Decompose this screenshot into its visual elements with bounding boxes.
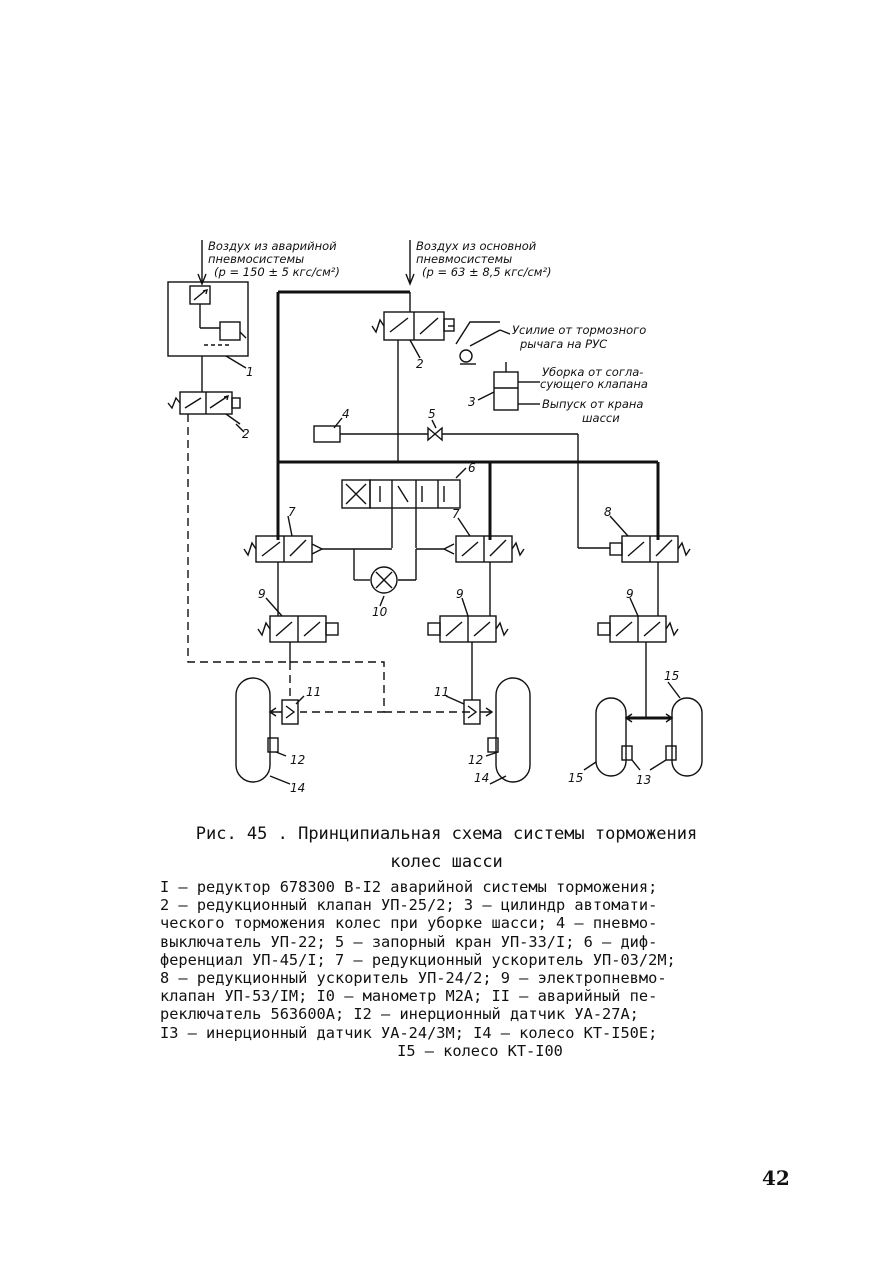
legend-line: ческого торможения колес при уборке шасс… [160, 914, 658, 933]
num-15-bottom: 15 [568, 771, 583, 785]
wheel-14-left [235, 677, 271, 783]
diagram-labels: Воздух из аварийной пневмосистемы (р = 1… [208, 239, 679, 795]
page-number: 42 [762, 1166, 790, 1190]
label-brake-force-1: Усилие от тормозного [512, 323, 646, 337]
label-air-main-2: пневмосистемы [416, 252, 512, 266]
electropneumatic-valve-9-middle [427, 615, 509, 700]
legend-line: I3 – инерционный датчик УА-24/3М; I4 – к… [160, 1023, 658, 1042]
num-14-right: 14 [474, 771, 489, 785]
num-7-right: 7 [452, 507, 460, 521]
num-9-right: 9 [626, 587, 634, 601]
num-11-right: 11 [434, 685, 449, 699]
label-gear-retract-1: Уборка от согла- [542, 365, 643, 379]
wheel-15-left [595, 697, 627, 777]
num-14-left: 14 [290, 781, 305, 795]
inertial-sensor-12-right [487, 737, 499, 753]
num-2-left: 2 [242, 427, 250, 441]
num-13: 13 [636, 773, 651, 787]
brake-lever [448, 321, 501, 365]
electropneumatic-valve-9-right [597, 615, 679, 718]
label-gear-retract-2: сующего клапана [540, 377, 648, 391]
num-11-left: 11 [306, 685, 321, 699]
figure-legend: I – редуктор 678300 В-I2 аварийной систе… [160, 878, 800, 1060]
cylinder-3 [477, 362, 532, 411]
reducing-valve-2-left [167, 356, 241, 425]
num-8: 8 [604, 505, 612, 519]
label-release-1: Выпуск от крана [542, 397, 643, 411]
inertial-sensor-13-right [665, 745, 677, 761]
legend-line: ференциал УП-45/I; 7 – редукционный уско… [160, 950, 676, 969]
num-10: 10 [372, 605, 388, 619]
inertial-sensor-13-left [621, 745, 633, 761]
num-1: 1 [246, 365, 254, 379]
num-12-right: 12 [468, 753, 483, 767]
legend-line: 8 – редукционный ускоритель УП-24/2; 9 –… [160, 969, 667, 988]
differential-6 [341, 479, 461, 548]
figure-caption-line2: колес шасси [390, 852, 503, 872]
reducing-accelerator-7-right [416, 535, 525, 616]
figure-caption-line1: Рис. 45 . Принципиальная схема системы т… [195, 824, 698, 844]
legend-line: клапан УП-53/IМ; I0 – манометр М2А; II –… [160, 987, 658, 1006]
legend-line: 2 – редукционный клапан УП-25/2; 3 – цил… [160, 896, 658, 915]
num-5: 5 [428, 407, 436, 421]
num-7-left: 7 [288, 505, 296, 519]
legend-line: I5 – колесо КТ-I00 [397, 1041, 563, 1060]
num-15-top: 15 [664, 669, 679, 683]
pneumatic-switch-4 [313, 425, 579, 548]
label-air-emergency-1: Воздух из аварийной [208, 239, 337, 253]
legend-line: I – редуктор 678300 В-I2 аварийной систе… [160, 878, 658, 896]
reducing-accelerator-8 [578, 535, 691, 616]
label-air-emergency-3: (р = 150 ± 5 кгс/см²) [214, 265, 340, 279]
legend-line: выключатель УП-22; 5 – запорный кран УП-… [160, 932, 658, 951]
reducing-valve-2-main [371, 292, 455, 462]
label-air-main-1: Воздух из основной [416, 239, 537, 253]
manometer-10 [353, 549, 417, 594]
num-12-left: 12 [290, 753, 305, 767]
reducing-accelerator-7-left [243, 535, 392, 616]
num-3: 3 [468, 395, 476, 409]
label-brake-force-2: рычага на РУС [519, 337, 607, 351]
wheel-14-right [495, 677, 531, 783]
emergency-reducer-1 [167, 240, 249, 369]
label-air-main-3: (р = 63 ± 8,5 кгс/см²) [422, 265, 552, 279]
label-release-2: шасси [582, 411, 620, 425]
label-air-emergency-2: пневмосистемы [208, 252, 304, 266]
num-4: 4 [342, 407, 350, 421]
num-9-left: 9 [258, 587, 266, 601]
num-2-main: 2 [416, 357, 424, 371]
wheel-15-right [671, 697, 703, 777]
electropneumatic-valve-9-left [257, 615, 339, 662]
num-9-middle: 9 [456, 587, 464, 601]
legend-line: реключатель 563600А; I2 – инерционный да… [160, 1005, 639, 1024]
num-6: 6 [468, 461, 476, 475]
inertial-sensor-12-left [267, 737, 279, 753]
